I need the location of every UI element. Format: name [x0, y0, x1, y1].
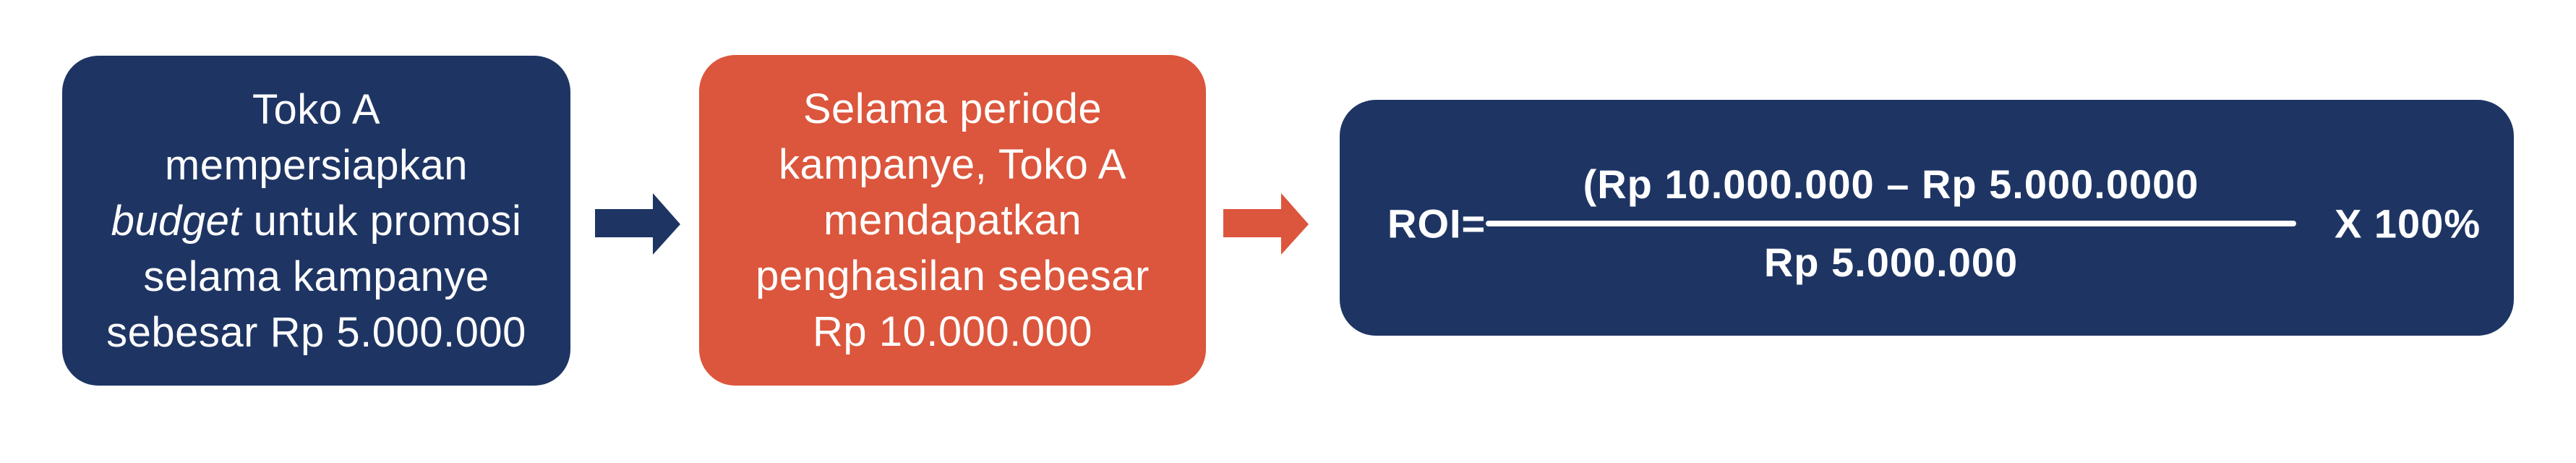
right-arrow-icon-navy	[595, 193, 680, 255]
step1-line3-italic-word: budget	[111, 197, 241, 245]
step1-line5: sebesar Rp 5.000.000	[106, 308, 526, 356]
formula-box-roi: ROI= (Rp 10.000.000 – Rp 5.000.0000 Rp 5…	[1340, 100, 2514, 336]
formula-fraction: (Rp 10.000.000 – Rp 5.000.0000 Rp 5.000.…	[1486, 164, 2296, 283]
step1-line3: budget untuk promosi	[111, 193, 522, 249]
step1-line3-rest: untuk promosi	[241, 197, 522, 245]
step1-line4: selama kampanye	[143, 252, 489, 300]
formula-numerator: (Rp 10.000.000 – Rp 5.000.0000	[1583, 161, 2199, 207]
formula-multiplier: X 100%	[2335, 200, 2481, 247]
step2-line4: penghasilan sebesar	[756, 252, 1150, 300]
right-arrow-icon-orange	[1223, 193, 1309, 255]
formula-denominator: Rp 5.000.000	[1763, 239, 2019, 285]
formula-lhs-label: ROI=	[1387, 200, 1486, 247]
step2-line5: Rp 10.000.000	[812, 308, 1093, 355]
step2-line3: mendapatkan	[823, 197, 1082, 244]
step1-line1: Toko A	[252, 85, 381, 133]
step-box-budget: Toko A mempersiapkan budget untuk promos…	[62, 56, 570, 386]
step2-line2: kampanye, Toko A	[779, 141, 1126, 188]
step-box-revenue: Selama periode kampanye, Toko A mendapat…	[699, 55, 1206, 386]
step1-line2: mempersiapkan	[164, 141, 468, 189]
fraction-bar	[1486, 221, 2296, 226]
step2-line1: Selama periode	[803, 85, 1103, 132]
